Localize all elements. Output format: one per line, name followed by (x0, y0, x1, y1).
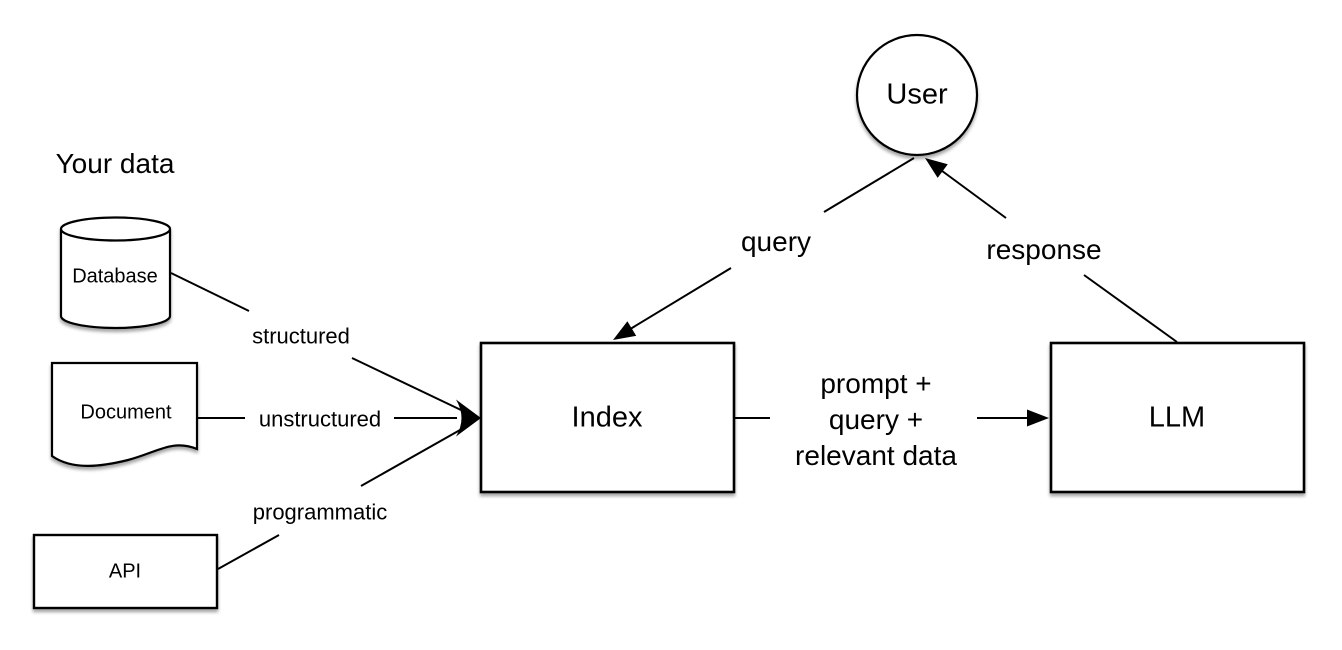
llm-box-shape (1049, 341, 1306, 494)
unstructured-edge-label: unstructured (258, 406, 382, 432)
api-node-label: API (108, 560, 142, 583)
section-title-your-data: Your data (55, 147, 175, 179)
prompt-edge-label-line-2: query + (828, 404, 924, 435)
api-box-shape (32, 533, 219, 610)
prompt-edge-label-line-3: relevant data (795, 440, 957, 471)
prompt-arrowhead-into-llm (1027, 409, 1049, 427)
database-cylinder-shape (59, 216, 172, 330)
query-edge-line-1 (823, 157, 915, 213)
merged-arrowhead-into-index (456, 399, 481, 437)
index-box-shape (479, 341, 736, 494)
response-edge-label: response (986, 233, 1102, 265)
user-node-label: User (886, 78, 948, 111)
prompt-edge-label-line-1: prompt + (820, 368, 932, 399)
structured-edge-line-2 (351, 357, 462, 411)
structured-edge-label: structured (252, 323, 350, 349)
programmatic-edge-line-2 (360, 429, 461, 487)
prompt-edge-label: prompt + query + relevant data (795, 366, 957, 474)
programmatic-edge-label: programmatic (252, 499, 388, 525)
query-edge-line-2 (621, 267, 732, 335)
query-edge-label: query (740, 225, 812, 257)
document-node-label: Document (80, 401, 172, 424)
index-node-label: Index (571, 401, 643, 434)
document-shape (50, 361, 199, 467)
query-arrowhead (613, 321, 637, 340)
database-node-label: Database (72, 265, 158, 288)
llm-node-label: LLM (1148, 401, 1206, 434)
response-edge-line-1 (1083, 274, 1178, 343)
user-circle-shape (855, 33, 979, 157)
response-edge-line-2 (933, 164, 1007, 219)
programmatic-edge-line-1 (217, 534, 280, 570)
structured-edge-line-1 (170, 272, 250, 312)
response-arrowhead (925, 158, 948, 178)
